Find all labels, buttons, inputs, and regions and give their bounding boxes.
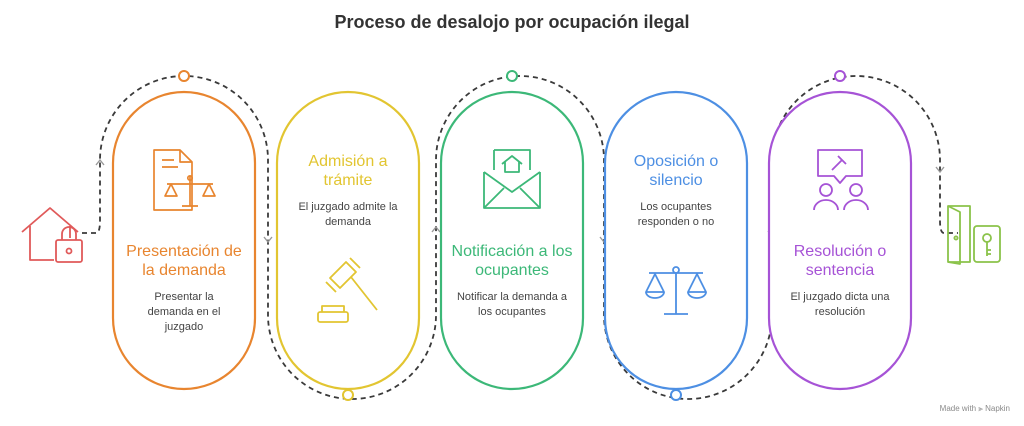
connector-dot — [834, 70, 846, 82]
connector-dot — [670, 389, 682, 401]
dashed-connector-path — [82, 75, 958, 400]
gavel-icon — [317, 257, 378, 323]
step-2-text: Admisión a trámite El juzgado admite la … — [293, 152, 403, 230]
step-3-description: Notificar la demanda a los ocupantes — [456, 291, 568, 318]
step-4-title: Oposición o silencio — [633, 153, 719, 189]
step-5-description: El juzgado dicta una resolución — [790, 291, 890, 318]
step-1-description: Presentar la demanda en el juzgado — [147, 291, 221, 333]
step-5-pill — [767, 90, 913, 391]
envelope-house-icon — [483, 149, 541, 209]
step-2-pill — [275, 90, 421, 391]
step-1-title: Presentación de la demanda — [126, 243, 242, 279]
step-3-pill — [439, 90, 585, 391]
door-key-icon — [947, 205, 1001, 265]
step-5-title: Resolución o sentencia — [793, 243, 887, 279]
step-1-text: Presentación de la demanda Presentar la … — [119, 242, 249, 335]
document-scale-icon — [153, 149, 216, 211]
arrow-down-icon — [935, 166, 945, 174]
connector-dot — [506, 70, 518, 82]
napkin-footer: Made with ⫸ Napkin — [939, 404, 1010, 413]
step-2-title: Admisión a trámite — [308, 153, 388, 189]
step-4-text: Oposición o silencio Los ocupantes respo… — [621, 152, 731, 230]
step-3-text: Notificación a los ocupantes Notificar l… — [447, 242, 577, 320]
judge-people-icon — [813, 149, 869, 211]
connector-dot — [342, 389, 354, 401]
connector-dot — [178, 70, 190, 82]
balance-scale-icon — [645, 266, 707, 315]
step-3-title: Notificación a los ocupantes — [451, 243, 573, 279]
step-4-pill — [603, 90, 749, 391]
step-5-text: Resolución o sentencia El juzgado dicta … — [775, 242, 905, 320]
house-lock-icon — [21, 207, 83, 263]
arrow-up-icon — [431, 225, 441, 233]
arrow-up-icon — [95, 158, 105, 166]
step-1-pill — [111, 90, 257, 391]
step-2-description: El juzgado admite la demanda — [298, 201, 398, 228]
step-4-description: Los ocupantes responden o no — [637, 201, 715, 228]
diagram-title: Proceso de desalojo por ocupación ilegal — [334, 12, 690, 32]
arrow-down-icon — [263, 236, 273, 244]
